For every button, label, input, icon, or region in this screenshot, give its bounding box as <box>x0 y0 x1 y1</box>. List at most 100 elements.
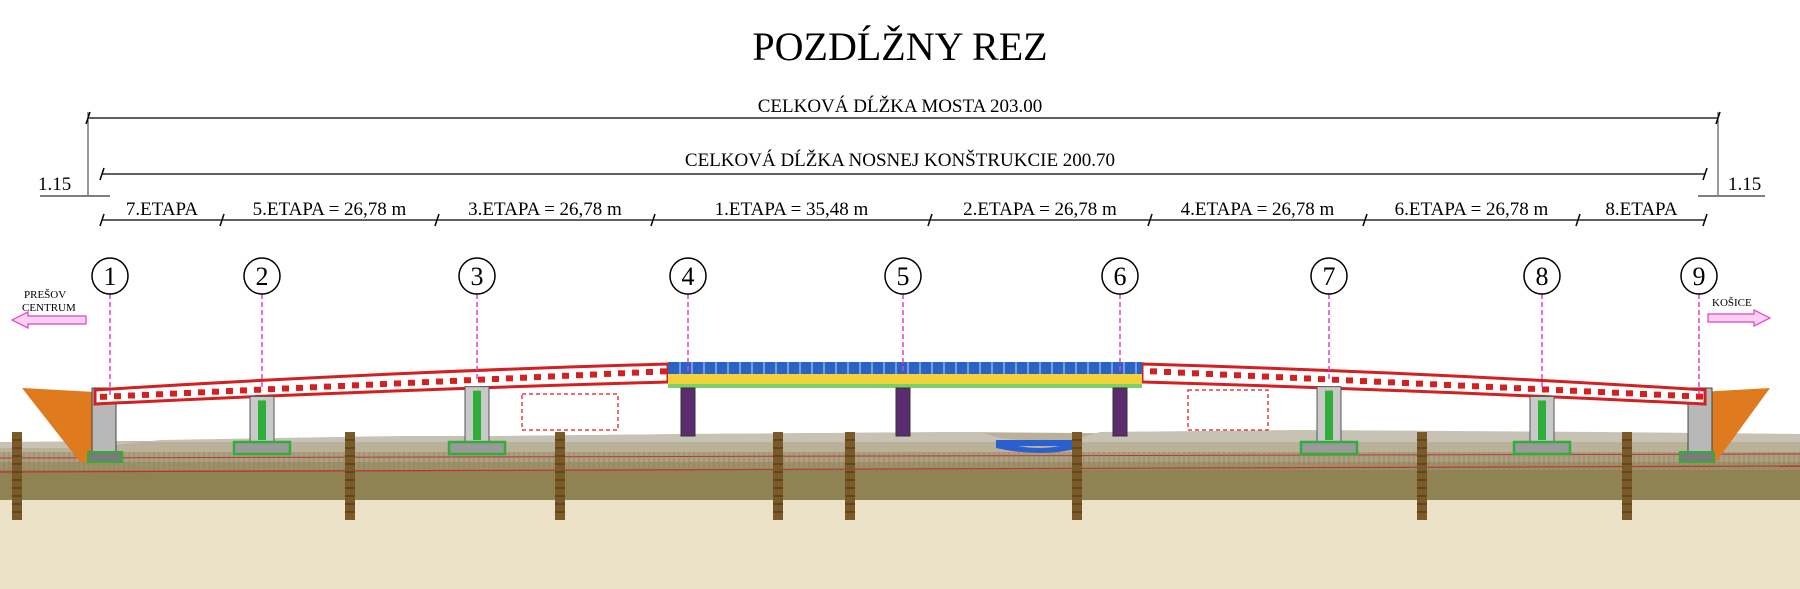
steel-span-pier <box>895 387 911 437</box>
deck-cell <box>450 377 457 384</box>
deck-cell <box>604 370 611 377</box>
end-offset-right-label: 1.15 <box>1728 174 1761 195</box>
deck-cell <box>464 377 471 384</box>
deck-cell <box>1178 369 1185 376</box>
deck-cell <box>534 374 541 381</box>
deck-cell <box>1458 382 1465 389</box>
layer-boundary-line <box>0 465 1800 473</box>
deck-cell <box>156 391 163 398</box>
river-water <box>996 440 1080 453</box>
deck-cell <box>1150 368 1157 375</box>
existing-structure-outline <box>1187 389 1269 431</box>
river-water-surface <box>996 440 1080 446</box>
steel-span-top <box>668 362 1142 374</box>
deck-cell <box>492 375 499 382</box>
pier-core <box>1325 390 1333 440</box>
deck-cell <box>1304 375 1311 382</box>
total-bridge-length-label: CELKOVÁ DĹŽKA MOSTA 203.00 <box>758 95 1043 117</box>
deck-cell <box>1164 369 1171 376</box>
existing-structure-outline <box>521 393 619 431</box>
deck-cell <box>184 389 191 396</box>
abutment-left <box>22 387 123 463</box>
deck-cell <box>1318 376 1325 383</box>
deck-cell <box>100 393 107 400</box>
deck-cell <box>422 379 429 386</box>
support-number: 3 <box>471 262 484 291</box>
borehole-column <box>1622 432 1632 520</box>
support-number: 2 <box>256 262 269 291</box>
deck-cells <box>100 362 1703 400</box>
pier-core <box>258 400 266 440</box>
borehole-column <box>345 432 355 520</box>
dimension-total-bridge: CELKOVÁ DĹŽKA MOSTA 203.00 <box>85 95 1721 195</box>
deck-cell <box>1262 373 1269 380</box>
deck-cell <box>1514 385 1521 392</box>
deck-cell <box>128 392 135 399</box>
support-circle <box>243 257 281 295</box>
soil-lower-layer <box>0 500 1800 589</box>
support-circle <box>1523 257 1561 295</box>
borehole-column <box>845 432 855 520</box>
pier-foundation <box>1512 440 1572 456</box>
deck-cell <box>324 383 331 390</box>
deck-cell <box>1556 387 1563 394</box>
direction-left-line2: CENTRUM <box>22 302 76 314</box>
deck-cell <box>254 386 261 393</box>
deck-cell <box>114 393 121 400</box>
drawing-title: POZDĹŽNY REZ <box>752 24 1047 69</box>
stage-label: 4.ETAPA = 26,78 m <box>1181 199 1335 220</box>
deck-cell <box>618 370 625 377</box>
total-structure-length-label: CELKOVÁ DĹŽKA NOSNEJ KONŠTRUKCIE 200.70 <box>685 149 1115 171</box>
support-circle <box>1101 257 1139 295</box>
layer-boundary-line <box>0 453 1800 459</box>
pier-foundation <box>1299 440 1359 456</box>
steel-span-pier <box>1112 387 1128 437</box>
stage-label: 7.ETAPA <box>126 199 198 220</box>
stage-tick <box>1147 213 1153 227</box>
borehole-column <box>12 432 22 520</box>
support-circle <box>1680 257 1718 295</box>
deck-cell <box>1192 370 1199 377</box>
stage-tick <box>927 213 933 227</box>
stage-label: 5.ETAPA = 26,78 m <box>253 199 407 220</box>
deck-cell <box>212 388 219 395</box>
deck-cell <box>1626 390 1633 397</box>
pier-foundation <box>447 440 507 456</box>
deck-cell <box>1528 385 1535 392</box>
end-offset-left-label: 1.15 <box>38 174 71 195</box>
deck-cell <box>1220 371 1227 378</box>
stage-tick <box>1575 213 1581 227</box>
deck-cell <box>1696 393 1703 400</box>
support-number: 6 <box>1114 262 1127 291</box>
deck-concrete-right <box>1140 362 1707 406</box>
deck-cell <box>380 381 387 388</box>
borehole-column <box>555 432 565 520</box>
deck-cell <box>226 388 233 395</box>
deck-cell <box>1570 387 1577 394</box>
deck-cell <box>1248 372 1255 379</box>
deck-cell <box>1234 372 1241 379</box>
deck-cell <box>1332 376 1339 383</box>
deck-cell <box>1290 374 1297 381</box>
deck-cell <box>1360 378 1367 385</box>
deck-cell <box>506 375 513 382</box>
support-circle <box>91 257 129 295</box>
direction-right-line1: KOŠICE <box>1712 297 1752 309</box>
deck-cell <box>366 381 373 388</box>
deck-cell <box>1598 389 1605 396</box>
stage-label: 1.ETAPA = 35,48 m <box>715 199 869 220</box>
deck-cell <box>310 384 317 391</box>
deck-cell <box>170 390 177 397</box>
direction-left-line1: PREŠOV <box>24 289 66 301</box>
deck-cell <box>408 379 415 386</box>
dimension-end-offsets: 1.15 1.15 <box>38 174 1765 197</box>
deck-cell <box>548 373 555 380</box>
pier-foundation <box>232 440 292 456</box>
bridge-deck <box>93 362 1707 406</box>
deck-cell <box>660 368 667 375</box>
stage-label: 2.ETAPA = 26,78 m <box>963 199 1117 220</box>
